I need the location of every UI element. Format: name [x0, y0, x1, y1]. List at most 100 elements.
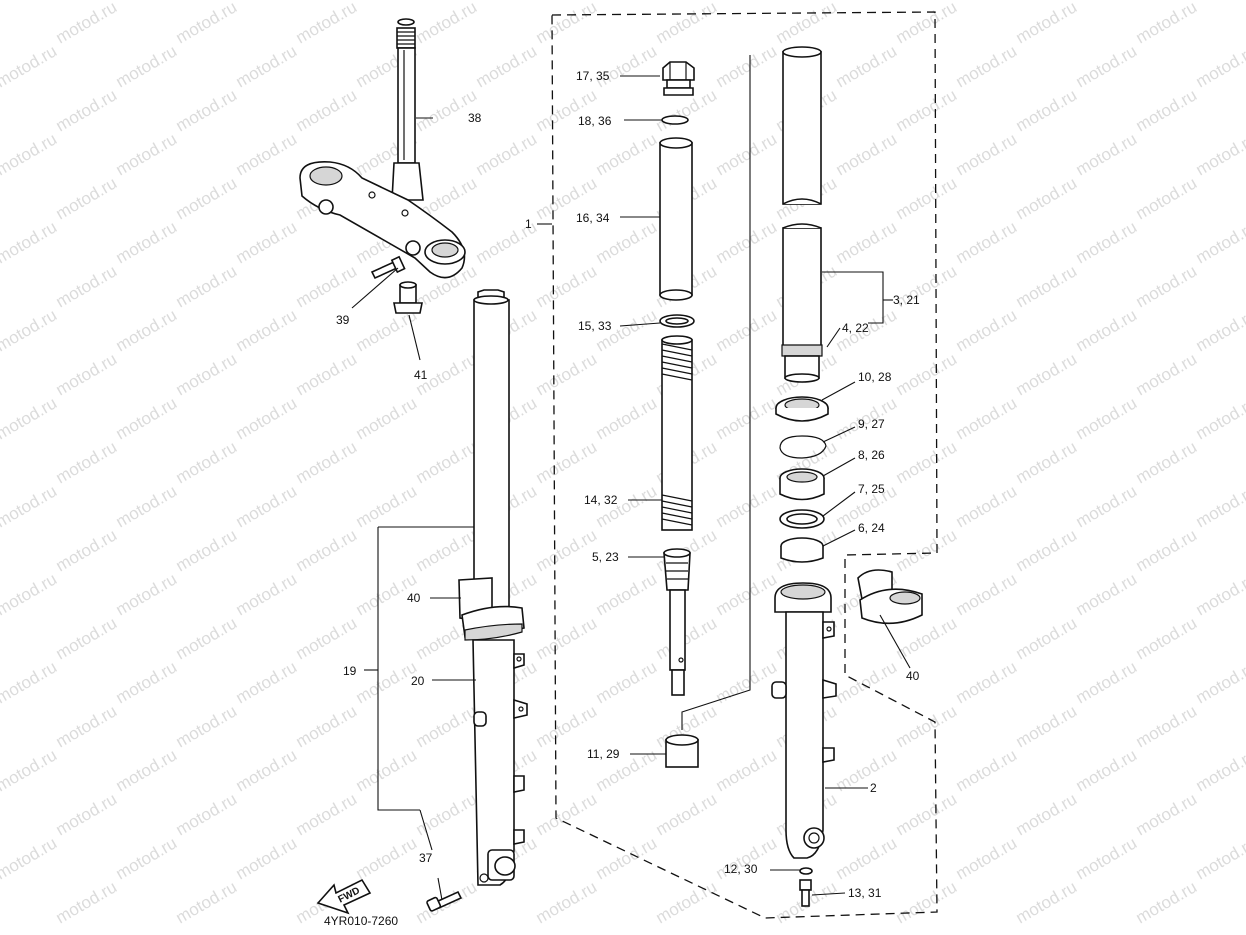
- watermark-text: motod.ru: [233, 217, 301, 267]
- watermark-text: motod.ru: [113, 569, 181, 619]
- watermark-text: motod.ru: [1193, 481, 1246, 531]
- watermark-text: motod.ru: [1193, 41, 1246, 91]
- watermark-text: motod.ru: [1193, 393, 1246, 443]
- watermark-text: motod.ru: [593, 833, 661, 883]
- watermark-text: motod.ru: [953, 833, 1021, 883]
- watermark-text: motod.ru: [953, 129, 1021, 179]
- watermark-text: motod.ru: [473, 129, 541, 179]
- watermark-text: motod.ru: [1013, 613, 1081, 663]
- watermark-text: motod.ru: [593, 569, 661, 619]
- dust-seal-10: [775, 396, 829, 422]
- watermark-text: motod.ru: [893, 877, 961, 927]
- watermark-text: motod.ru: [713, 41, 781, 91]
- label-15-33: 15, 33: [578, 319, 612, 333]
- watermark-text: motod.ru: [833, 833, 901, 883]
- watermark-text: motod.ru: [953, 41, 1021, 91]
- inner-tube-assembled: [473, 289, 510, 613]
- watermark-text: motod.ru: [1133, 613, 1201, 663]
- watermark-text: motod.ru: [473, 41, 541, 91]
- watermark-text: motod.ru: [53, 877, 121, 927]
- watermark-text: motod.ru: [173, 437, 241, 487]
- watermark-text: motod.ru: [0, 481, 60, 531]
- label-11-29: 11, 29: [587, 747, 620, 761]
- watermark-text: motod.ru: [533, 0, 601, 47]
- watermark-text: motod.ru: [293, 437, 361, 487]
- watermark-text: motod.ru: [593, 129, 661, 179]
- label-41: 41: [414, 368, 428, 382]
- watermark-text: motod.ru: [353, 745, 421, 795]
- watermark-text: motod.ru: [173, 525, 241, 575]
- watermark-text: motod.ru: [893, 0, 961, 47]
- watermark-text: motod.ru: [773, 0, 841, 47]
- label-12-30: 12, 30: [724, 862, 758, 876]
- watermark-text: motod.ru: [713, 129, 781, 179]
- watermark-text: motod.ru: [1073, 129, 1141, 179]
- label-5-23: 5, 23: [592, 550, 619, 564]
- watermark-text: motod.ru: [1193, 569, 1246, 619]
- watermark-text: motod.ru: [593, 393, 661, 443]
- watermark-text: motod.ru: [113, 481, 181, 531]
- watermark-text: motod.ru: [353, 481, 421, 531]
- watermark-text: motod.ru: [1013, 173, 1081, 223]
- watermark-text: motod.ru: [233, 41, 301, 91]
- watermark-text: motod.ru: [713, 569, 781, 619]
- watermark-text: motod.ru: [413, 701, 481, 751]
- watermark-text: motod.ru: [893, 789, 961, 839]
- watermark-text: motod.ru: [53, 85, 121, 135]
- watermark-text: motod.ru: [113, 657, 181, 707]
- watermark-text: motod.ru: [1193, 745, 1246, 795]
- watermark-text: motod.ru: [953, 393, 1021, 443]
- watermark-text: motod.ru: [53, 437, 121, 487]
- watermark-text: motod.ru: [1133, 349, 1201, 399]
- watermark-text: motod.ru: [173, 877, 241, 927]
- watermark-text: motod.ru: [833, 217, 901, 267]
- watermark-text: motod.ru: [893, 85, 961, 135]
- watermark-text: motod.ru: [953, 657, 1021, 707]
- watermark-text: motod.ru: [533, 349, 601, 399]
- watermark-text: motod.ru: [53, 701, 121, 751]
- watermark-text: motod.ru: [113, 129, 181, 179]
- outer-tube-assembled-20: [472, 639, 528, 886]
- bolt-37: [426, 890, 463, 912]
- watermark-text: motod.ru: [0, 569, 60, 619]
- watermark-text: motod.ru: [1133, 789, 1201, 839]
- watermark-text: motod.ru: [413, 525, 481, 575]
- label-19: 19: [343, 664, 357, 678]
- watermark-text: motod.ru: [0, 217, 60, 267]
- fwd-arrow-icon: FWD: [316, 878, 372, 915]
- watermark-text: motod.ru: [0, 833, 60, 883]
- watermark-text: motod.ru: [173, 85, 241, 135]
- watermark-text: motod.ru: [1013, 877, 1081, 927]
- watermark-text: motod.ru: [233, 745, 301, 795]
- watermark-text: motod.ru: [413, 437, 481, 487]
- watermark-text: motod.ru: [1013, 85, 1081, 135]
- watermark-text: motod.ru: [53, 261, 121, 311]
- watermark-text: motod.ru: [1133, 525, 1201, 575]
- label-2: 2: [870, 781, 877, 795]
- watermark-text: motod.ru: [653, 877, 721, 927]
- watermark-text: motod.ru: [1133, 877, 1201, 927]
- watermark-text: motod.ru: [533, 701, 601, 751]
- watermark-text: motod.ru: [113, 305, 181, 355]
- watermark-text: motod.ru: [1013, 525, 1081, 575]
- watermark-text: motod.ru: [1073, 745, 1141, 795]
- watermark-text: motod.ru: [233, 305, 301, 355]
- watermark-text: motod.ru: [533, 261, 601, 311]
- watermark-text: motod.ru: [233, 833, 301, 883]
- watermark-text: motod.ru: [593, 657, 661, 707]
- watermark-text: motod.ru: [1133, 173, 1201, 223]
- watermark-text: motod.ru: [713, 305, 781, 355]
- watermark-text: motod.ru: [653, 0, 721, 47]
- label-40-left: 40: [407, 591, 421, 605]
- watermark-text: motod.ru: [413, 789, 481, 839]
- fork-spring-14: [661, 335, 693, 531]
- under-bracket: [299, 161, 466, 279]
- watermark-text: motod.ru: [233, 481, 301, 531]
- inner-tube-3: [781, 46, 823, 383]
- label-20: 20: [411, 674, 425, 688]
- bolt-39: [370, 255, 406, 280]
- watermark-text: motod.ru: [653, 789, 721, 839]
- label-10-28: 10, 28: [858, 370, 892, 384]
- watermark-text: motod.ru: [953, 481, 1021, 531]
